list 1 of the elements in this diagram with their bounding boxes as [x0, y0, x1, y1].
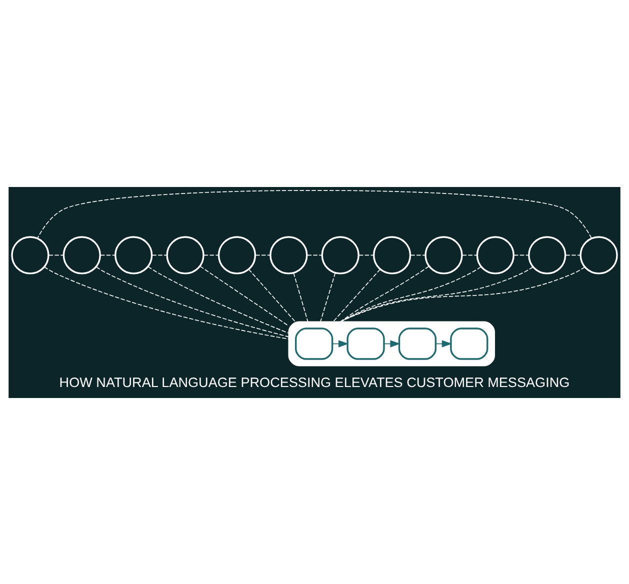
diagram-title: HOW NATURAL LANGUAGE PROCESSING ELEVATES CUSTOMER MESSAGING — [59, 374, 570, 390]
